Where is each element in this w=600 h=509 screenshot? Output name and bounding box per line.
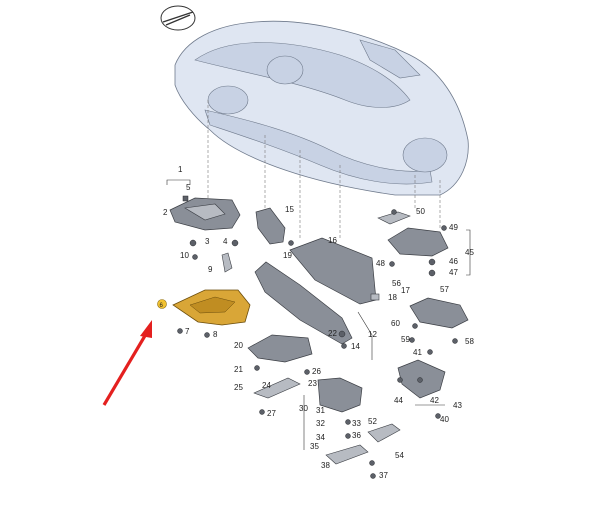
part-6-shield-highlighted[interactable] (172, 289, 251, 326)
callout-37: 37 (379, 471, 388, 480)
callout-3: 3 (205, 237, 210, 246)
callout-40: 40 (440, 415, 449, 424)
callout-59: 59 (401, 335, 410, 344)
callout-58: 58 (465, 337, 474, 346)
callout-42: 42 (430, 396, 439, 405)
part-35-strip (325, 444, 369, 465)
callout-45: 45 (465, 248, 474, 257)
callout-16: 16 (328, 236, 337, 245)
callout-1: 1 (178, 165, 183, 174)
part-12-rail (254, 261, 353, 345)
part-18-clip (370, 293, 380, 301)
callout-26: 26 (312, 367, 321, 376)
callout-33: 33 (352, 419, 361, 428)
callout-48: 48 (376, 259, 385, 268)
part-25-strip (253, 377, 301, 399)
callout-31: 31 (316, 406, 325, 415)
callout-14: 14 (351, 342, 360, 351)
group-brackets (166, 179, 471, 450)
callout-17: 17 (401, 286, 410, 295)
callout-12: 12 (368, 330, 377, 339)
leader-lines (207, 100, 441, 240)
car-body-illustration (174, 20, 469, 196)
callout-23: 23 (308, 379, 317, 388)
brand-logo-icon (160, 5, 196, 31)
callout-5: 5 (186, 183, 191, 192)
part-45-shield (387, 227, 449, 257)
callout-8: 8 (213, 330, 218, 339)
callout-38: 38 (321, 461, 330, 470)
callout-15: 15 (285, 205, 294, 214)
callout-49: 49 (449, 223, 458, 232)
callout-60: 60 (391, 319, 400, 328)
callout-34: 34 (316, 433, 325, 442)
callout-41: 41 (413, 348, 422, 357)
callout-57: 57 (440, 285, 449, 294)
callout-56: 56 (392, 279, 401, 288)
callout-10: 10 (180, 251, 189, 260)
callout-2: 2 (163, 208, 168, 217)
callout-20: 20 (234, 341, 243, 350)
highlight-marker: 6 (157, 299, 167, 309)
callout-47: 47 (449, 268, 458, 277)
part-1-shield (169, 197, 241, 231)
callout-4: 4 (223, 237, 228, 246)
callout-27: 27 (267, 409, 276, 418)
callout-35: 35 (310, 442, 319, 451)
part-20-pan (247, 334, 313, 363)
part-30-duct (317, 377, 363, 413)
callout-52: 52 (368, 417, 377, 426)
callout-25: 25 (234, 383, 243, 392)
callout-18: 18 (388, 293, 397, 302)
part-9-clip (221, 252, 233, 273)
callout-21: 21 (234, 365, 243, 374)
callout-43: 43 (453, 401, 462, 410)
callout-30: 30 (299, 404, 308, 413)
callout-50: 50 (416, 207, 425, 216)
part-50-bracket (377, 211, 411, 225)
red-pointer-arrow (102, 320, 152, 406)
callout-7: 7 (185, 327, 190, 336)
callout-6-text: 6 (160, 303, 164, 309)
callout-32: 32 (316, 419, 325, 428)
callout-24: 24 (262, 381, 271, 390)
callout-46: 46 (449, 257, 458, 266)
callout-22: 22 (328, 329, 337, 338)
part-52-bracket (367, 423, 401, 443)
callout-36: 36 (352, 431, 361, 440)
part-15-panel (255, 207, 286, 245)
callout-54: 54 (395, 451, 404, 460)
callout-9: 9 (208, 265, 213, 274)
part-57-shield (409, 297, 469, 329)
callout-19: 19 (283, 251, 292, 260)
fasteners (177, 195, 458, 479)
callout-44: 44 (394, 396, 403, 405)
